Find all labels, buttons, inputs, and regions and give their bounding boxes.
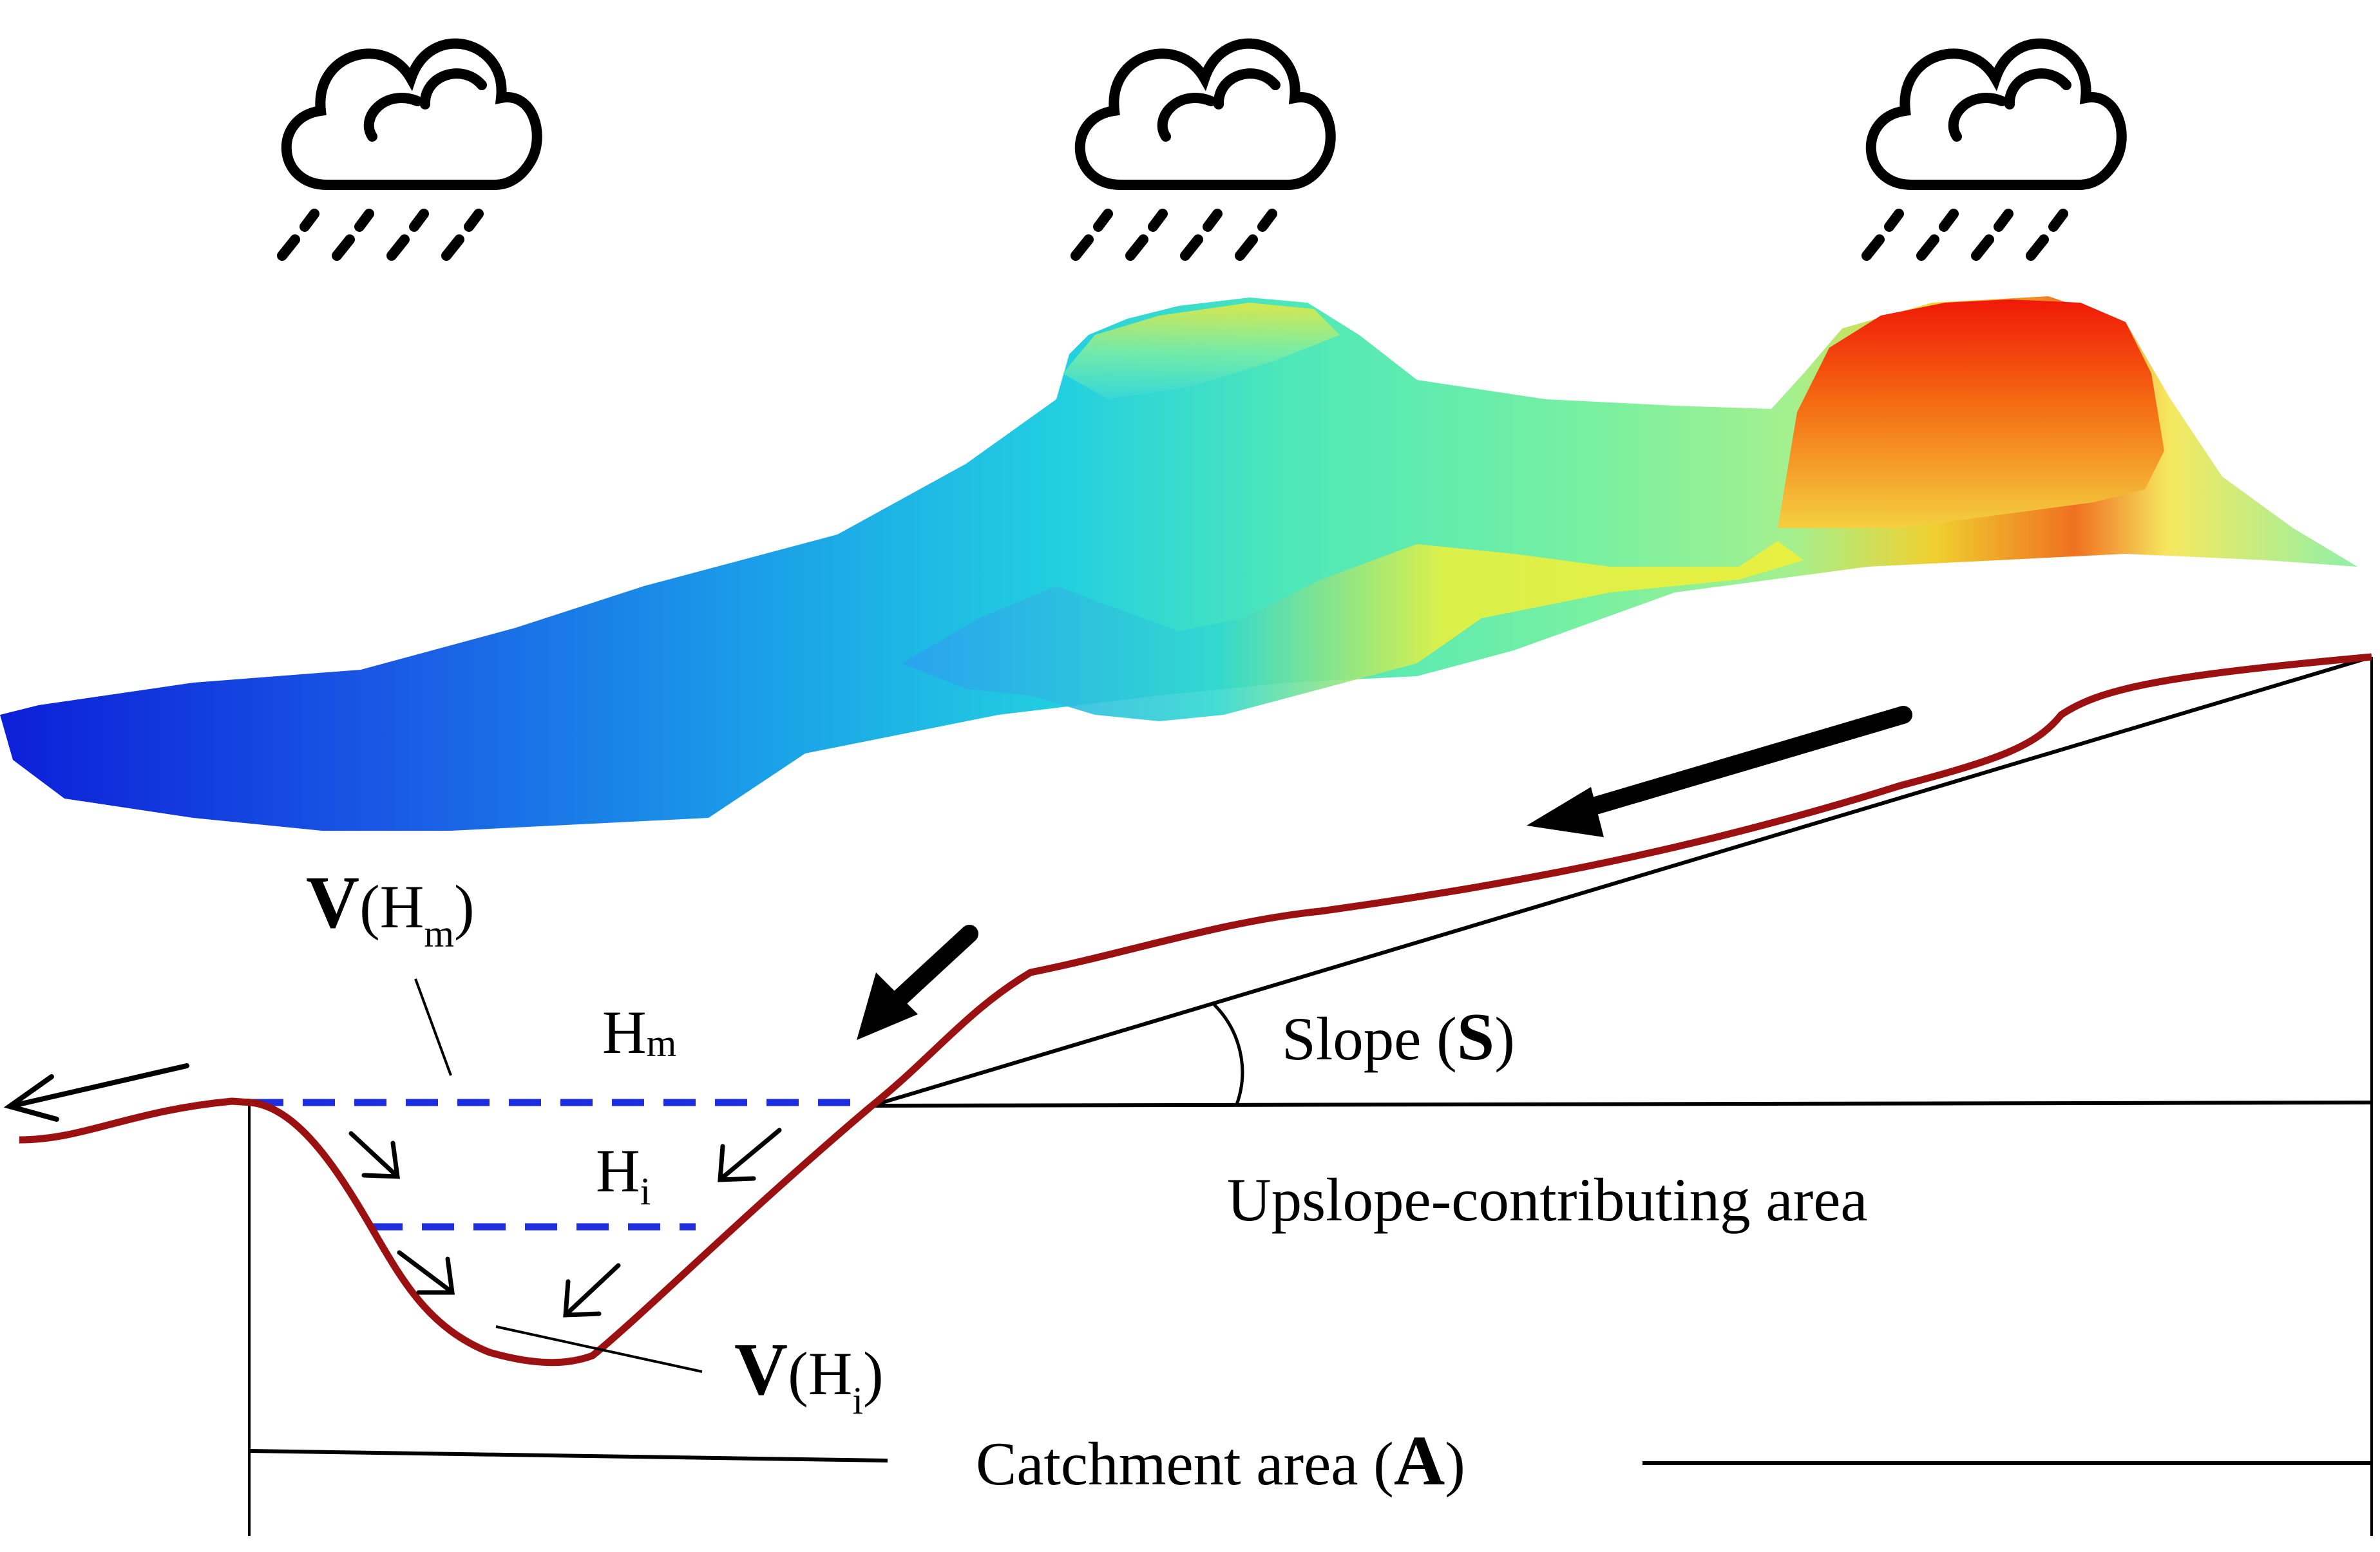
small-flow-arrow-icon xyxy=(718,1128,782,1182)
catchment-line-left xyxy=(249,1449,888,1462)
flow-arrow-icon xyxy=(857,925,978,1040)
small-flow-arrow-icon xyxy=(563,1263,621,1318)
hm-label: Hm xyxy=(602,998,676,1066)
slope-angle-arc xyxy=(1213,1003,1244,1105)
slope-line xyxy=(871,655,2372,1108)
vhm-leader-line xyxy=(414,978,452,1076)
catchment-area-label: Catchment area (A) xyxy=(976,1421,1465,1500)
flow-arrow-icon xyxy=(1527,706,1912,837)
v-hm-label: V(Hm) xyxy=(306,862,475,955)
rain-cloud-icon xyxy=(1861,38,2127,261)
upslope-area-label: Upslope-contributing area xyxy=(1227,1166,1868,1234)
hi-label: Hi xyxy=(596,1137,651,1213)
small-flow-arrow-icon xyxy=(397,1250,455,1295)
terrain-profile xyxy=(19,653,2372,1367)
outflow-arrow-icon xyxy=(3,1063,189,1122)
rain-cloud-icon xyxy=(1071,38,1336,261)
small-flow-arrow-icon xyxy=(348,1131,401,1179)
v-hi-label: V(Hi) xyxy=(734,1329,884,1422)
rain-cloud-icon xyxy=(277,38,542,261)
vhi-leader-line xyxy=(495,1325,703,1373)
slope-label: Slope (S) xyxy=(1282,999,1515,1074)
terrain-surface xyxy=(0,296,2357,831)
baseline xyxy=(871,1101,2372,1108)
